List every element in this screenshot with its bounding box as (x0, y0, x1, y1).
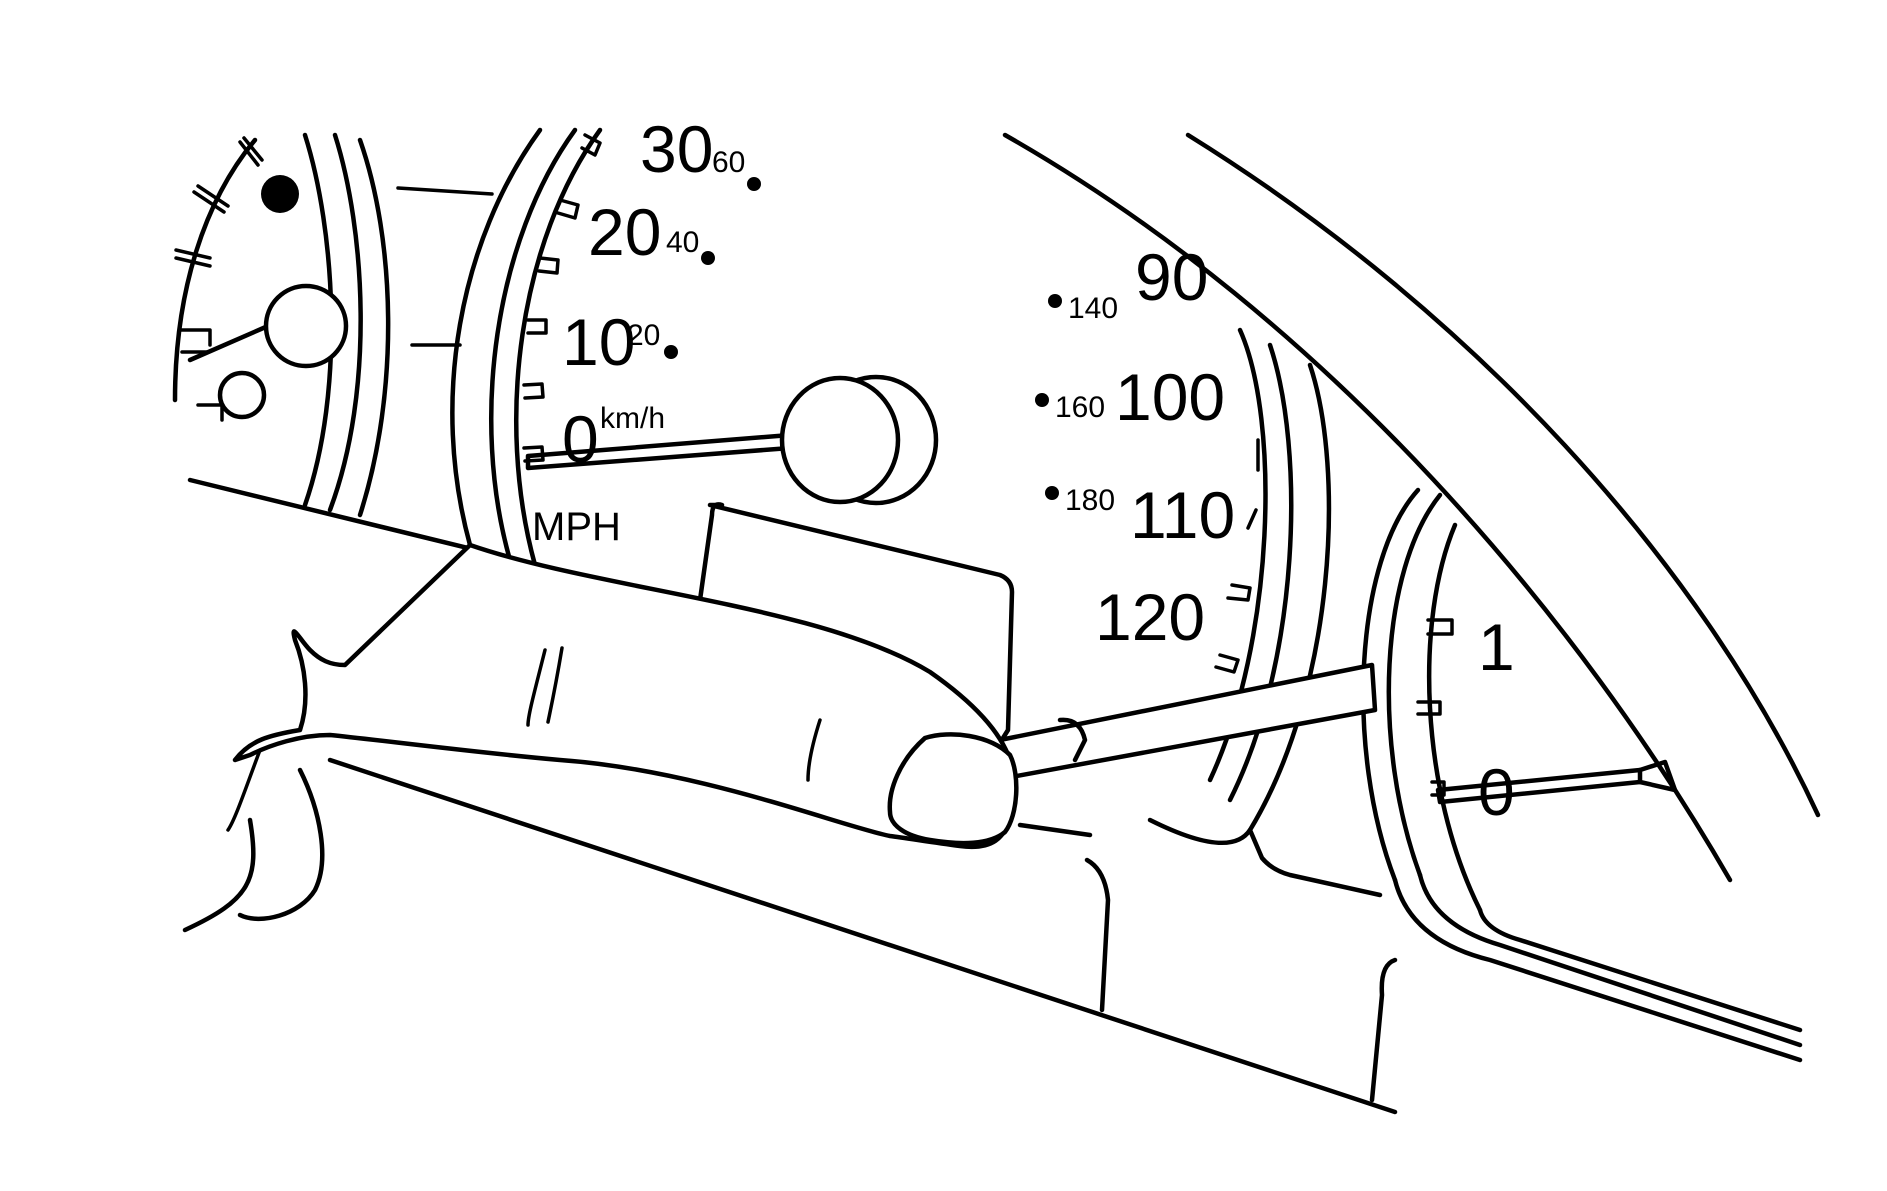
tach-label-0: 0 (1478, 755, 1515, 829)
speedometer-right-numerals: 90 100 110 120 140 160 180 (1035, 240, 1235, 654)
kmh-label-160: 160 (1055, 391, 1105, 424)
kmh-label-40: 40 (666, 226, 699, 259)
speedometer-kmh-numerals: 60 40 20 km/h (600, 146, 761, 435)
unit-kmh: km/h (600, 402, 665, 435)
trim-tool (987, 662, 1378, 783)
mph-label-120: 120 (1095, 580, 1205, 654)
speedometer-needle (525, 374, 939, 506)
speedometer-ticks (522, 133, 602, 463)
tachometer-bezel (1360, 487, 1803, 1063)
kmh-dot (747, 177, 761, 191)
fingertip (887, 732, 1019, 846)
trim-tool-shaft (987, 662, 1378, 783)
tach-label-1: 1 (1478, 610, 1515, 684)
indicator-dot (261, 175, 299, 213)
aux-gauge-needle-hub (263, 283, 349, 369)
kmh-label-20: 20 (627, 319, 660, 352)
tachometer-needle (1435, 759, 1678, 805)
kmh-dot (664, 345, 678, 359)
mph-label-10: 10 (562, 305, 635, 379)
mph-label-110: 110 (1130, 478, 1235, 552)
unit-mph: MPH (532, 505, 621, 549)
mph-label-100: 100 (1115, 360, 1225, 434)
aux-gauge-small-hub (217, 370, 267, 420)
speedometer-bezel (450, 127, 603, 568)
kmh-dot (1035, 393, 1049, 407)
left-aux-gauge (172, 132, 391, 518)
mph-label-20: 20 (588, 195, 661, 269)
kmh-label-140: 140 (1068, 292, 1118, 325)
gauge-divider (396, 186, 494, 347)
kmh-label-60: 60 (712, 146, 745, 179)
kmh-dot (701, 251, 715, 265)
aux-gauge-needle (187, 323, 271, 363)
mph-label-90: 90 (1135, 240, 1208, 314)
kmh-dot (1048, 294, 1062, 308)
kmh-label-180: 180 (1065, 484, 1115, 517)
cluster-hood (1002, 132, 1821, 883)
mph-label-30: 30 (640, 112, 713, 186)
lower-trim (1084, 827, 1398, 1103)
hand (226, 542, 1019, 921)
kmh-dot (1045, 486, 1059, 500)
speedometer-hub (779, 375, 901, 505)
dash-edge (182, 477, 1398, 1115)
thumb (237, 767, 325, 921)
